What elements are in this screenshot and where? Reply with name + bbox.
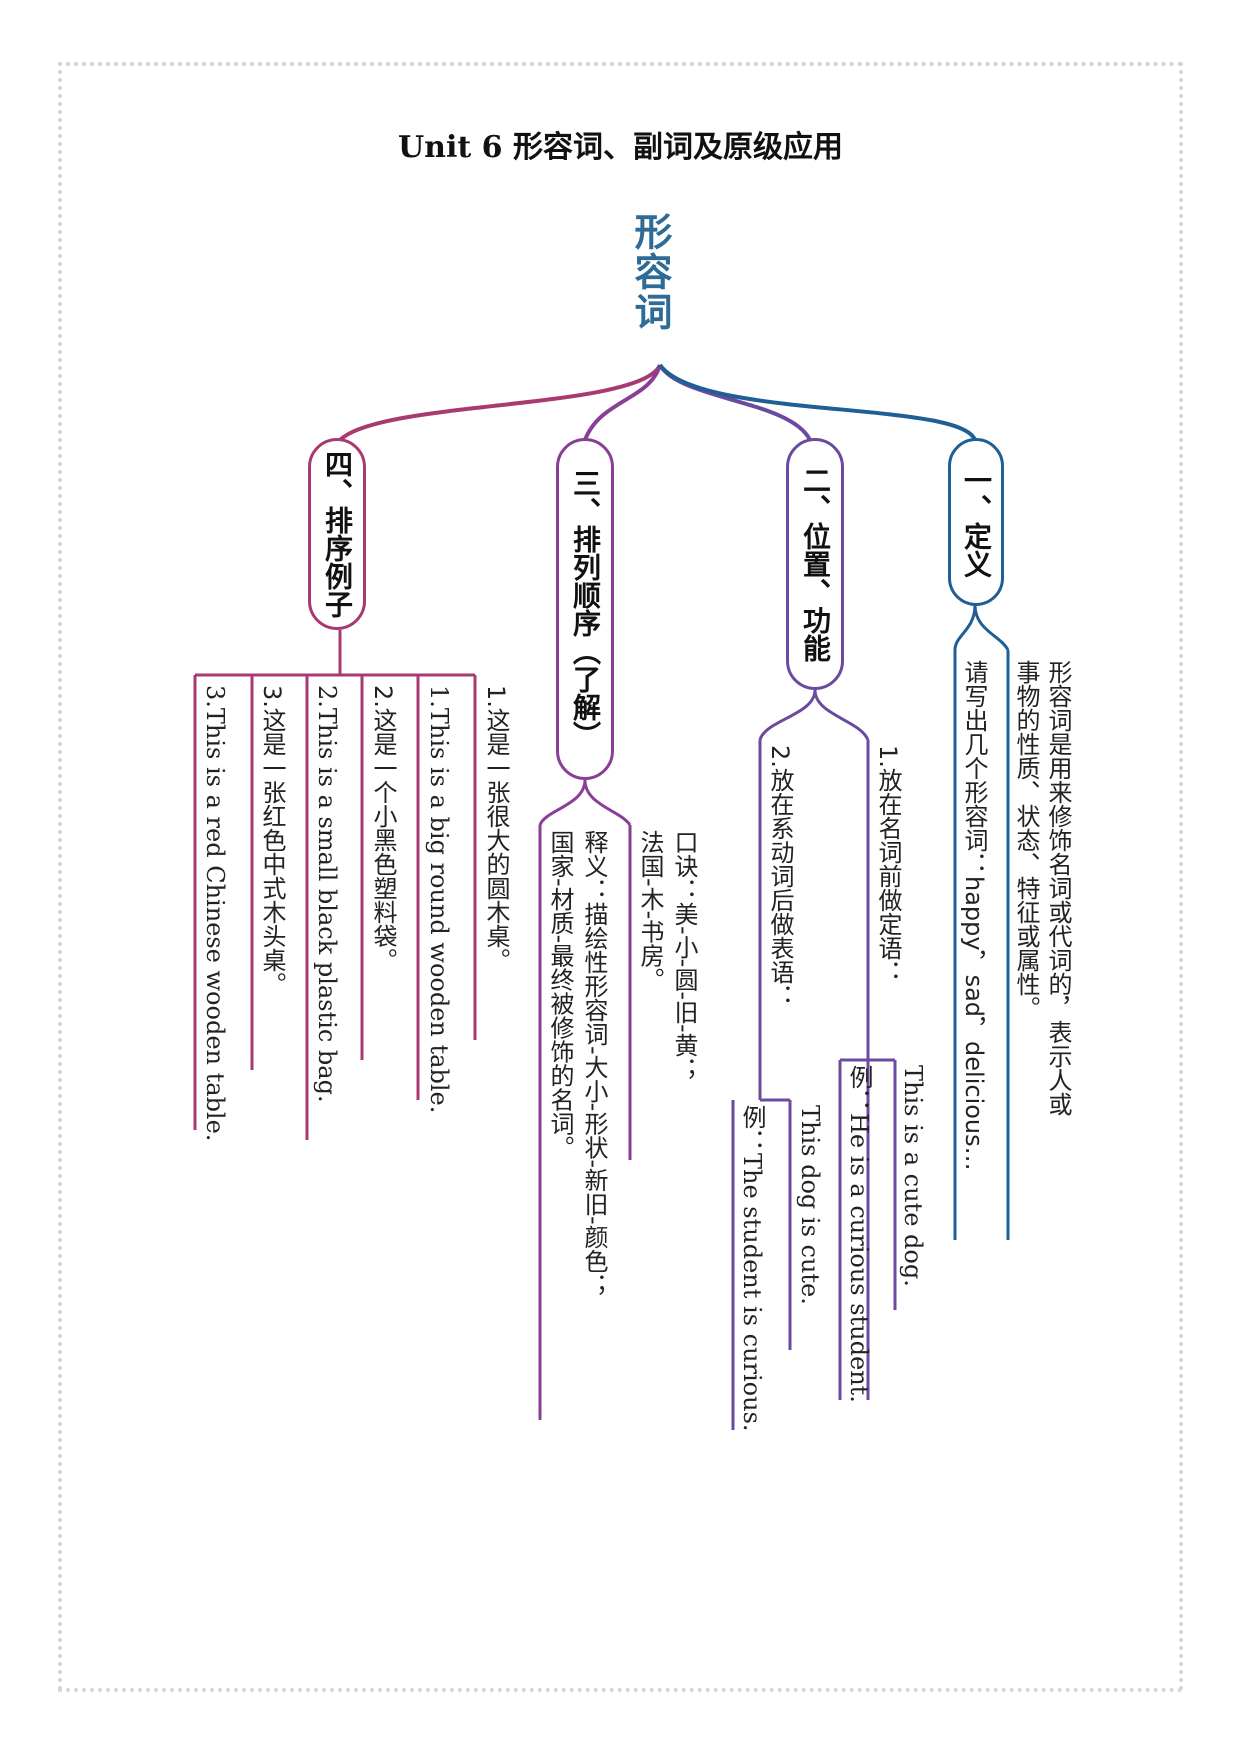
example-2-english: 2.This is a small black plastic bag. [313, 685, 341, 1103]
root-node: 形容词 [628, 212, 672, 332]
branch-label: 三、排列顺序（了解） [569, 469, 602, 749]
order-mnemonic-line-2: 法国-木-书房。 [636, 830, 664, 992]
branch-examples: 四、排序例子 [308, 438, 366, 630]
branch-definition: 一、定义 [948, 438, 1004, 606]
definition-exercise: 请写出几个形容词：happy，sad，delicious… [960, 660, 988, 1171]
page-title: Unit 6 形容词、副词及原级应用 [398, 130, 843, 165]
branch-order: 三、排列顺序（了解） [556, 438, 614, 780]
branch-label: 四、排序例子 [321, 450, 354, 618]
definition-line-2: 事物的性质、状态、特征或属性。 [1012, 660, 1040, 1020]
definition-line-1: 形容词是用来修饰名词或代词的，表示人或 [1044, 660, 1072, 1116]
example-3-english: 3.This is a red Chinese wooden table. [201, 685, 229, 1142]
position-predicative-example-a: This dog is cute. [796, 1105, 824, 1305]
order-meaning-line-2: 国家-材质-最终被修饰的名词。 [546, 830, 574, 1160]
position-predicative-example-b: 例：The student is curious. [738, 1105, 766, 1432]
position-attributive: 1.放在名词前做定语： [874, 745, 902, 984]
page-border [58, 62, 1183, 1692]
example-2-chinese: 2.这是一个小黑色塑料袋。 [369, 685, 397, 972]
branch-position-function: 二、位置、功能 [786, 438, 844, 690]
order-mnemonic-line-1: 口诀：美-小-圆-旧-黄； [670, 830, 698, 1081]
branch-label: 二、位置、功能 [799, 466, 832, 662]
position-predicative: 2.放在系动词后做表语： [766, 745, 794, 1008]
example-1-chinese: 1.这是一张很大的圆木桌。 [482, 685, 510, 972]
example-1-english: 1.This is a big round wooden table. [425, 685, 453, 1114]
branch-label: 一、定义 [960, 466, 993, 578]
position-attributive-example-a: This is a cute dog. [899, 1065, 927, 1287]
order-meaning-line-1: 释义：描绘性形容词-大小-形状-新旧-颜色； [580, 830, 608, 1297]
example-3-chinese: 3.这是一张红色中式木头桌。 [258, 685, 286, 996]
position-attributive-example-b: 例：He is a curious student. [845, 1065, 873, 1403]
